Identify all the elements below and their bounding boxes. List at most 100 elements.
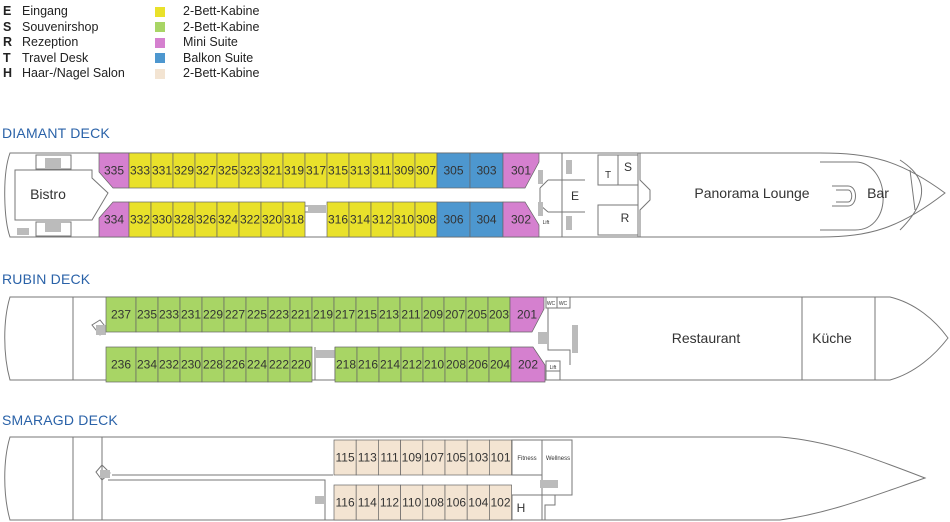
- cabin-number: 235: [137, 308, 157, 322]
- cabin-202[interactable]: [510, 346, 546, 383]
- cabin-number: 228: [203, 358, 223, 372]
- cabin-number: 111: [380, 451, 399, 465]
- stairs-icon: [96, 325, 578, 358]
- cabin-number: 205: [467, 308, 487, 322]
- room-wc: WC: [559, 301, 568, 307]
- cabin-number: 225: [247, 308, 267, 322]
- room-wc: WC: [547, 301, 556, 307]
- cabin-number: 208: [446, 358, 466, 372]
- cabin-number: 213: [379, 308, 399, 322]
- deck-title-diamant: DIAMANT DECK: [2, 125, 110, 141]
- cabin-305[interactable]: [436, 152, 471, 189]
- cabin-number: 109: [402, 451, 422, 465]
- legend-label: Haar-/Nagel Salon: [22, 66, 125, 80]
- cabin-number: 330: [152, 213, 172, 227]
- color-swatch: [155, 37, 165, 48]
- room-lift: Lift: [543, 220, 550, 226]
- cabin-303[interactable]: [469, 152, 504, 189]
- cabin-number: 325: [218, 164, 238, 178]
- cabin-number: 107: [424, 451, 444, 465]
- cabin-number: 304: [476, 213, 496, 227]
- cabin-236[interactable]: [105, 346, 137, 383]
- cabin-number: 105: [446, 451, 466, 465]
- legend-label: Travel Desk: [22, 50, 89, 65]
- cabin-302[interactable]: [502, 201, 540, 238]
- cabin-number: 316: [328, 213, 348, 227]
- cabin-301[interactable]: [502, 152, 540, 189]
- room-bistro: Bistro: [30, 186, 66, 202]
- legend-item-travel-desk: T Travel Desk: [3, 51, 125, 67]
- room-kitchen: Küche: [812, 330, 852, 346]
- cabin-101[interactable]: [489, 439, 512, 476]
- legend-abbr: E: [3, 4, 12, 18]
- cabin-306[interactable]: [436, 201, 471, 238]
- cabin-number: 319: [284, 164, 304, 178]
- room-fitness: Fitness: [517, 456, 536, 462]
- legend-item-balkon-suite: Balkon Suite: [155, 51, 259, 67]
- cabin-number: 227: [225, 308, 245, 322]
- cabin-335[interactable]: [98, 152, 130, 189]
- cabin-number: 306: [443, 213, 463, 227]
- cabin-number: 218: [336, 358, 356, 372]
- cabin-number: 113: [358, 451, 377, 465]
- cabin-number: 236: [111, 358, 131, 372]
- cabin-number: 310: [394, 213, 414, 227]
- cabin-number: 322: [240, 213, 260, 227]
- cabin-237[interactable]: [105, 296, 137, 333]
- cabin-102[interactable]: [489, 484, 512, 521]
- cabin-number: 317: [306, 164, 326, 178]
- cabin-number: 114: [358, 496, 377, 510]
- cabin-number: 229: [203, 308, 223, 322]
- legend-abbr: R: [3, 35, 13, 49]
- deck-title-smaragd: SMARAGD DECK: [2, 412, 118, 428]
- cabin-number: 204: [490, 358, 510, 372]
- legend-item-mini-suite: Mini Suite: [155, 35, 259, 51]
- cabin-220[interactable]: [289, 346, 313, 383]
- cabin-number: 237: [111, 308, 131, 322]
- legend-label: Rezeption: [22, 35, 79, 49]
- cabin-type-legend: 2-Bett-Kabine 2-Bett-Kabine Mini Suite B…: [155, 4, 259, 82]
- cabin-number: 219: [313, 308, 333, 322]
- cabin-number: 209: [423, 308, 443, 322]
- cabin-number: 226: [225, 358, 245, 372]
- cabin-number: 311: [372, 164, 391, 178]
- legend-label: Balkon Suite: [183, 50, 254, 65]
- cabin-number: 315: [328, 164, 348, 178]
- room-salon: H: [517, 501, 526, 515]
- room-shop: S: [624, 160, 632, 174]
- cabin-number: 231: [181, 308, 201, 322]
- cabin-number: 217: [335, 308, 355, 322]
- cabin-number: 108: [424, 496, 444, 510]
- cabin-number: 324: [218, 213, 238, 227]
- cabin-number: 216: [358, 358, 378, 372]
- cabin-number: 223: [269, 308, 289, 322]
- cabin-318[interactable]: [282, 201, 306, 238]
- cabin-number: 318: [284, 213, 304, 227]
- cabin-number: 320: [262, 213, 282, 227]
- cabin-304[interactable]: [469, 201, 504, 238]
- cabin-number: 214: [380, 358, 400, 372]
- cabin-number: 321: [262, 164, 282, 178]
- legend-item-cabin-yellow: 2-Bett-Kabine: [155, 4, 259, 20]
- stairs-icon: [100, 470, 558, 504]
- room-reception: R: [621, 211, 630, 225]
- room-labels-rubin: WC WC Lift Restaurant Küche: [545, 296, 852, 371]
- cabin-number: 201: [517, 308, 537, 322]
- cabin-number: 312: [372, 213, 392, 227]
- cabin-334[interactable]: [98, 201, 130, 238]
- cabin-201[interactable]: [509, 296, 545, 333]
- legend-abbr: T: [3, 50, 11, 65]
- cabin-number: 110: [402, 496, 421, 510]
- cabin-number: 234: [137, 358, 157, 372]
- cabin-number: 224: [247, 358, 267, 372]
- cabin-number: 106: [446, 496, 466, 510]
- legend-item-cabin-beige: 2-Bett-Kabine: [155, 66, 259, 82]
- cabin-number: 104: [468, 496, 488, 510]
